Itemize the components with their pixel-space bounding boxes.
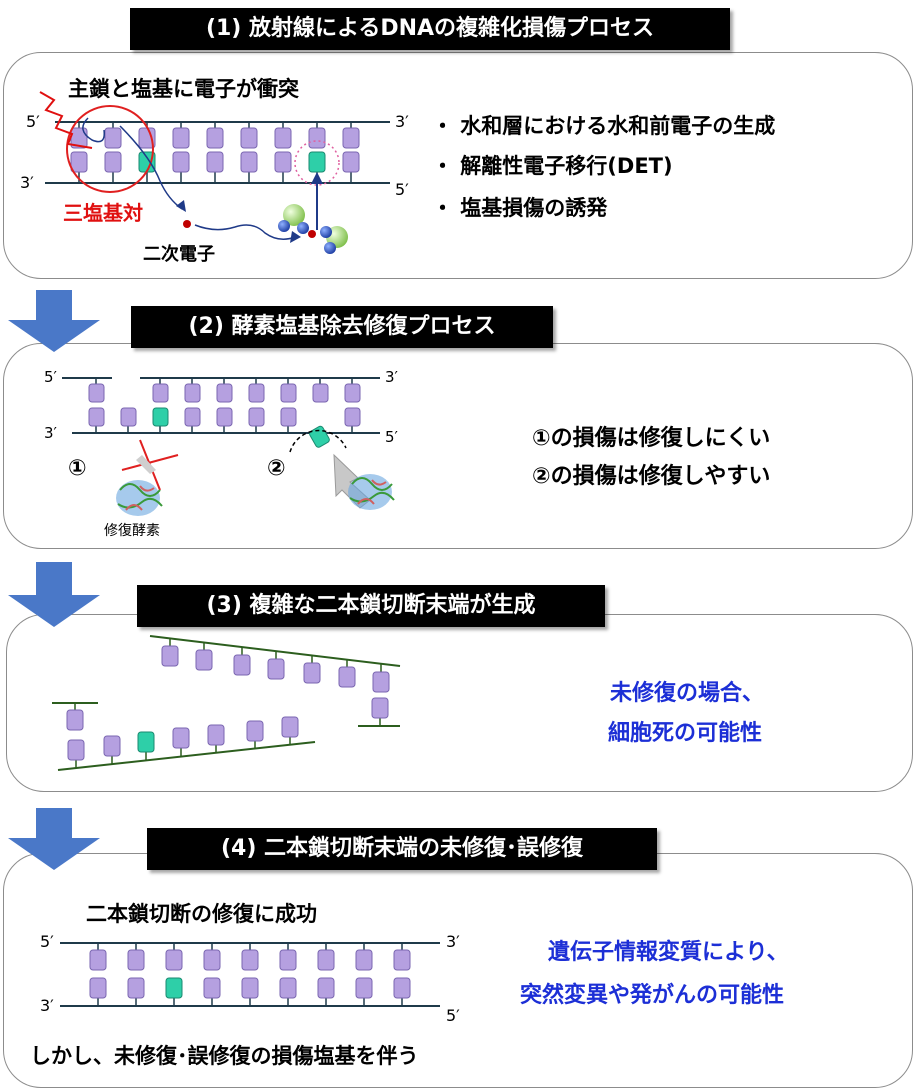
- secondary-electron-path: [194, 224, 296, 240]
- damage-site-circle: [294, 140, 340, 186]
- step4-panel: [3, 853, 913, 1088]
- end-5-bottom: 5′: [446, 1006, 460, 1025]
- water-molecule-icon: [278, 204, 348, 254]
- triple-base-label: 三塩基対: [63, 201, 143, 225]
- damaged-base: [137, 731, 155, 753]
- repair-line-2: ②の損傷は修復しやすい: [532, 464, 771, 489]
- mutation-line-1: 遺伝子情報変質により、: [548, 940, 789, 965]
- end-3-top: 3′: [385, 368, 398, 386]
- down-arrow-icon: [8, 808, 100, 870]
- end-3-bottom: 3′: [40, 996, 54, 1015]
- end-5-top: 5′: [44, 368, 57, 386]
- mutation-line-2: 突然変異や発がんの可能性: [520, 983, 785, 1008]
- end-3-bottom: 3′: [44, 424, 57, 442]
- bullet-3: ・ 塩基損傷の誘発: [432, 196, 608, 220]
- step3-panel: [6, 614, 913, 792]
- end-5-bottom: 5′: [395, 180, 409, 199]
- step2-title: (2) 酵素塩基除去修復プロセス: [131, 306, 553, 348]
- step3-title: (3) 複雑な二本鎖切断末端が生成: [137, 585, 605, 627]
- end-5-top: 5′: [40, 932, 54, 951]
- down-arrow-icon: [8, 562, 100, 627]
- repair-line-1: ①の損傷は修復しにくい: [532, 426, 771, 451]
- collision-label: 主鎖と塩基に電子が衝突: [68, 77, 299, 101]
- step4-title: (4) 二本鎖切断末端の未修復･誤修復: [147, 828, 657, 870]
- damaged-base: [152, 407, 169, 427]
- end-3-top: 3′: [395, 112, 409, 131]
- electron-path: [119, 125, 183, 210]
- lower-fragment-strand: [57, 741, 316, 771]
- radiation-wave-icon: [39, 91, 93, 149]
- repair-enzyme-icon: [116, 480, 163, 516]
- down-arrow-icon: [8, 290, 100, 352]
- repair-success-label: 二本鎖切断の修復に成功: [86, 902, 317, 926]
- bullet-2: ・ 解離性電子移行(DET): [432, 154, 673, 178]
- unrepaired-line-1: 未修復の場合、: [610, 681, 765, 706]
- bullet-1: ・ 水和層における水和前電子の生成: [432, 114, 776, 138]
- caveat-label: しかし、未修復･誤修復の損傷塩基を伴う: [30, 1044, 419, 1068]
- unrepaired-line-2: 細胞死の可能性: [608, 721, 763, 746]
- excision-arc: [289, 429, 347, 453]
- damaged-base: [165, 977, 183, 999]
- end-5-bottom: 5′: [385, 428, 398, 446]
- upper-fragment-strand: [149, 635, 401, 667]
- enzyme-label: 修復酵素: [104, 523, 160, 539]
- step1-title: (1) 放射線によるDNAの複雑化損傷プロセス: [130, 8, 730, 50]
- secondary-electron-label: 二次電子: [143, 244, 215, 265]
- electron-dot: [183, 220, 191, 228]
- end-3-top: 3′: [446, 932, 460, 951]
- marker-1: ①: [68, 456, 87, 481]
- triple-base-circle: [66, 105, 154, 193]
- marker-2: ②: [267, 456, 286, 481]
- end-5-top: 5′: [26, 112, 40, 131]
- end-3-bottom: 3′: [20, 173, 34, 192]
- repair-enzyme-icon: [348, 474, 395, 510]
